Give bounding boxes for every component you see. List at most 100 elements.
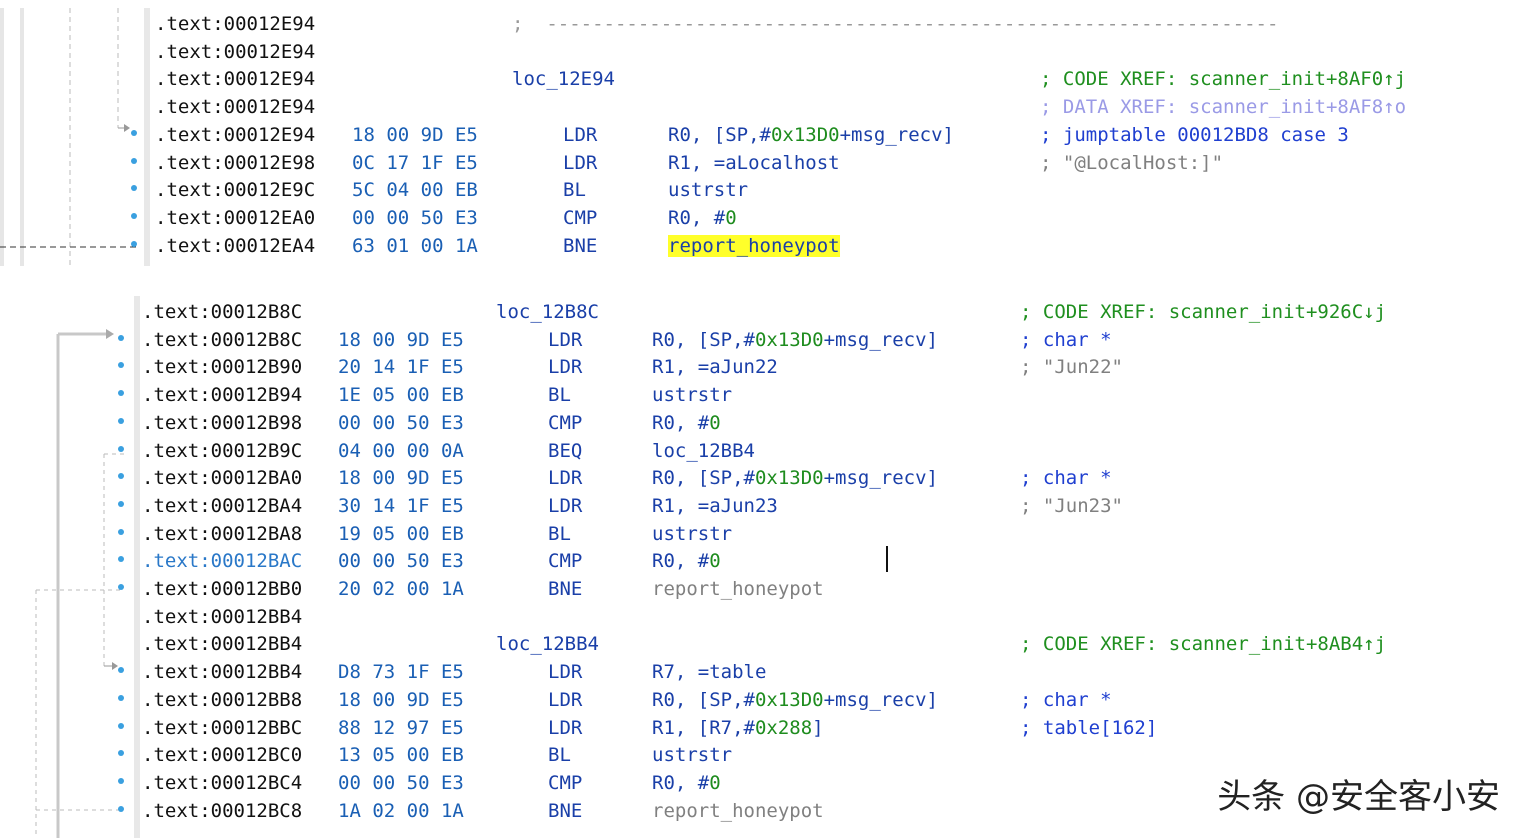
operand[interactable]: R0, [SP,#0x13D0+msg_recv] bbox=[652, 328, 938, 351]
mnemonic: LDR bbox=[548, 661, 583, 684]
highlighted-operand[interactable]: report_honeypot bbox=[668, 234, 840, 257]
mnemonic: CMP bbox=[563, 206, 598, 229]
address: .text:00012E94 bbox=[155, 13, 316, 35]
flow-arrows-svg bbox=[0, 8, 150, 266]
comment: ; char * bbox=[1020, 467, 1112, 490]
comment: ; CODE XREF: scanner_init+8AF0↑j bbox=[1040, 68, 1407, 91]
line-marker-dot bbox=[131, 212, 137, 219]
operand[interactable]: report_honeypot bbox=[652, 578, 824, 600]
line-marker-dot bbox=[118, 584, 124, 590]
operand[interactable]: R1, =aJun22 bbox=[652, 356, 778, 379]
address: .text:00012BBC bbox=[142, 716, 303, 739]
opcode-bytes: 5C 04 00 EB bbox=[352, 179, 478, 202]
operand[interactable]: report_honeypot bbox=[668, 232, 840, 260]
code-label: loc_12E94 bbox=[512, 68, 615, 91]
operand[interactable]: R0, [SP,#0x13D0+msg_recv] bbox=[652, 688, 938, 711]
line-marker-dot bbox=[118, 750, 124, 757]
operand[interactable]: R1, =aJun23 bbox=[652, 494, 778, 517]
operand[interactable]: ustrstr bbox=[652, 522, 733, 545]
operand[interactable]: R7, =table bbox=[652, 661, 767, 684]
flow-arrow-gutter bbox=[0, 296, 150, 838]
mnemonic: LDR bbox=[548, 688, 583, 711]
operand[interactable]: R0, [SP,#0x13D0+msg_recv] bbox=[668, 123, 954, 146]
asm-line[interactable]: .text:00012BB4 bbox=[0, 603, 1524, 631]
watermark: 头条 @安全客小安 bbox=[1217, 777, 1500, 817]
mnemonic: LDR bbox=[548, 328, 583, 351]
address: .text:00012E94 bbox=[155, 40, 316, 63]
comment: ; "Jun22" bbox=[1020, 356, 1123, 379]
flow-arrow-gutter bbox=[0, 8, 160, 266]
operand[interactable]: report_honeypot bbox=[652, 799, 824, 822]
comment: ; --------------------------------------… bbox=[512, 13, 1279, 35]
opcode-bytes: 20 14 1F E5 bbox=[338, 356, 464, 379]
operand[interactable]: R0, #0 bbox=[652, 771, 721, 794]
operand[interactable]: ustrstr bbox=[652, 384, 733, 407]
mnemonic: BL bbox=[548, 384, 571, 407]
address: .text:00012BA4 bbox=[142, 494, 303, 517]
address: .text:00012E9C bbox=[155, 179, 316, 202]
operand[interactable]: R0, #0 bbox=[652, 411, 721, 434]
opcode-bytes: 63 01 00 1A bbox=[352, 234, 478, 257]
operand[interactable]: R1, =aLocalhost bbox=[668, 151, 840, 174]
comment: ; "@LocalHost:]" bbox=[1040, 151, 1224, 174]
mnemonic: LDR bbox=[563, 151, 598, 174]
asm-line[interactable]: .text:00012E94; DATA XREF: scanner_init+… bbox=[0, 93, 1524, 121]
asm-line[interactable]: .text:00012E94 ; ------------------------… bbox=[0, 10, 1524, 38]
mnemonic: BNE bbox=[563, 234, 598, 257]
disassembly-panel-top: .text:00012E94 ; ------------------------… bbox=[0, 8, 1524, 266]
address: .text:00012E94 bbox=[155, 123, 316, 146]
asm-line[interactable]: .text:00012E94 bbox=[0, 38, 1524, 66]
flow-arrows-svg bbox=[35, 296, 140, 838]
opcode-bytes: 04 00 00 0A bbox=[338, 439, 464, 462]
address: .text:00012BB4 bbox=[142, 633, 303, 656]
mnemonic: BNE bbox=[548, 578, 583, 600]
opcode-bytes: 18 00 9D E5 bbox=[338, 467, 464, 490]
comment: ; char * bbox=[1020, 328, 1112, 351]
mnemonic: BL bbox=[548, 522, 571, 545]
operand[interactable]: R0, [SP,#0x13D0+msg_recv] bbox=[652, 467, 938, 490]
line-marker-dot bbox=[118, 500, 124, 507]
opcode-bytes: 18 00 9D E5 bbox=[338, 328, 464, 351]
operand[interactable]: ustrstr bbox=[652, 744, 733, 767]
operand[interactable]: loc_12BB4 bbox=[652, 439, 755, 462]
mnemonic: CMP bbox=[548, 771, 583, 794]
mnemonic: CMP bbox=[548, 550, 583, 573]
line-marker-dot bbox=[118, 528, 124, 535]
opcode-bytes: 18 00 9D E5 bbox=[352, 123, 478, 146]
operand[interactable]: R0, #0 bbox=[652, 550, 721, 573]
opcode-bytes: 20 02 00 1A bbox=[338, 578, 464, 600]
mnemonic: CMP bbox=[548, 411, 583, 434]
operand[interactable]: ustrstr bbox=[668, 179, 749, 202]
comment: ; "Jun23" bbox=[1020, 494, 1123, 517]
operand[interactable]: R1, [R7,#0x288] bbox=[652, 716, 824, 739]
line-marker-dot bbox=[131, 240, 137, 247]
operand[interactable]: R0, #0 bbox=[668, 206, 737, 229]
address: .text:00012BC8 bbox=[142, 799, 303, 822]
line-marker-dot bbox=[118, 722, 124, 729]
